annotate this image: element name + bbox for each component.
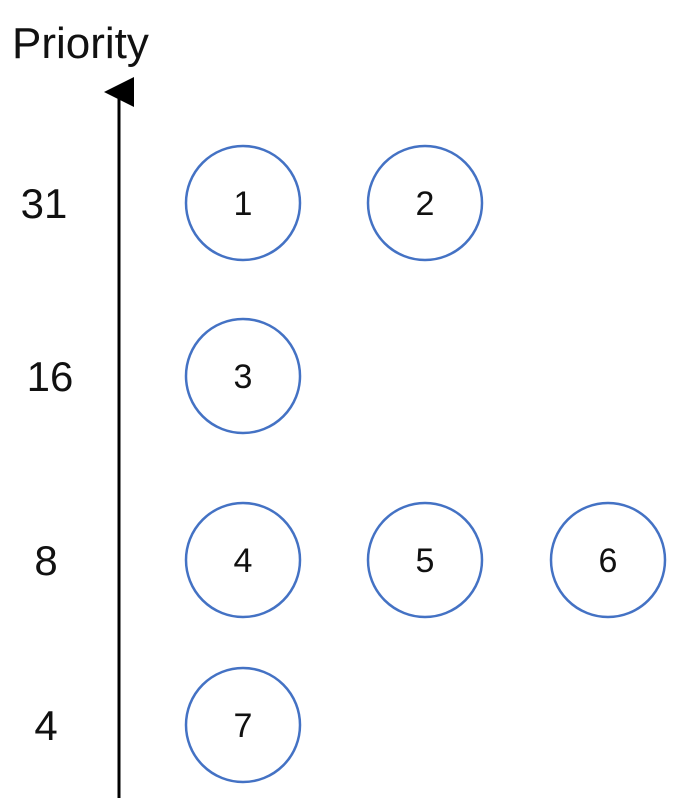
node-label: 2 <box>416 185 435 223</box>
node: 5 <box>366 501 484 619</box>
node: 6 <box>549 501 667 619</box>
node: 7 <box>184 666 302 784</box>
node-label: 6 <box>599 542 618 580</box>
node-label: 4 <box>234 542 253 580</box>
node-label: 1 <box>234 185 253 223</box>
node-circle <box>184 666 302 784</box>
node-circle <box>549 501 667 619</box>
node-circle <box>184 501 302 619</box>
priority-level-label: 16 <box>27 353 74 400</box>
node: 4 <box>184 501 302 619</box>
node-circle <box>366 144 484 262</box>
priority-levels: 31 16 8 4 <box>21 180 74 749</box>
priority-level-label: 8 <box>34 537 57 584</box>
priority-nodes: 1 2 3 4 5 6 7 <box>184 144 667 784</box>
node: 2 <box>366 144 484 262</box>
priority-level-label: 4 <box>34 702 57 749</box>
node: 3 <box>184 317 302 435</box>
node: 1 <box>184 144 302 262</box>
node-label: 7 <box>234 707 253 745</box>
axis-title: Priority <box>12 19 149 68</box>
priority-level-label: 31 <box>21 180 68 227</box>
node-circle <box>184 144 302 262</box>
node-label: 3 <box>234 358 253 396</box>
node-circle <box>366 501 484 619</box>
node-circle <box>184 317 302 435</box>
node-label: 5 <box>416 542 435 580</box>
